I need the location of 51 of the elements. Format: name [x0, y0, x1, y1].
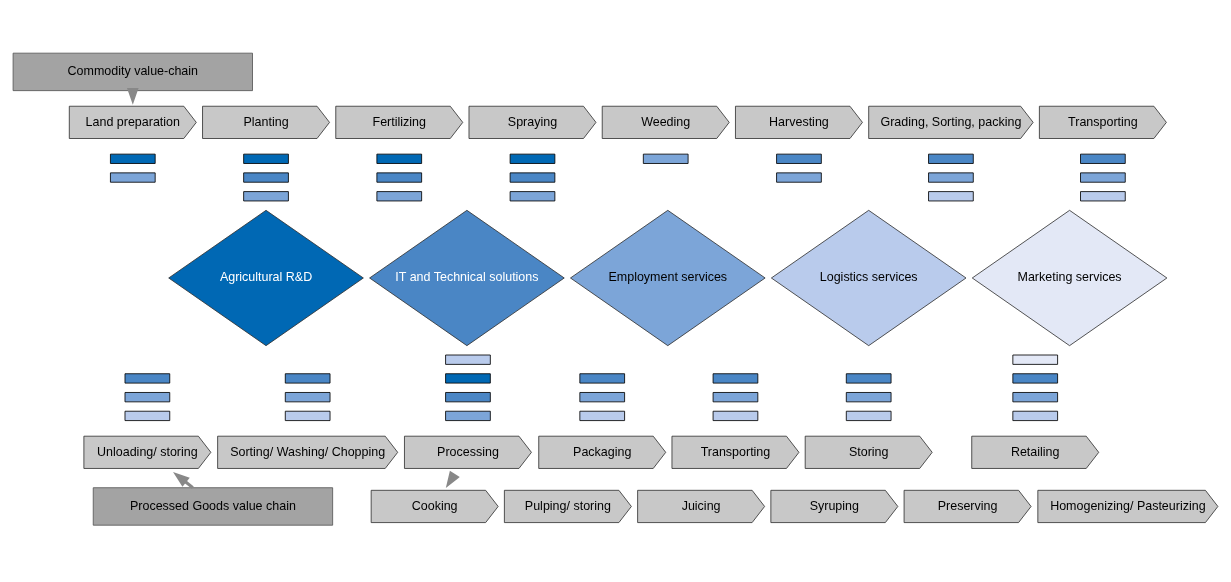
node-diamond: Logistics services [770, 209, 967, 347]
node-bar [776, 172, 822, 183]
node-bar [376, 172, 423, 183]
node-bar [1012, 392, 1059, 403]
node-bar [124, 392, 171, 403]
node-bar [1012, 354, 1059, 365]
node-bar [928, 153, 974, 164]
node-bar [579, 392, 626, 403]
node-bar [243, 172, 289, 183]
node-bar [509, 172, 556, 183]
node-diamond: Employment services [570, 209, 766, 347]
node-bar [284, 410, 331, 421]
node-diamond: Marketing services [971, 209, 1168, 347]
node-bar [1080, 191, 1126, 202]
arrow [445, 470, 460, 488]
node-bar [509, 153, 556, 164]
node-bar [928, 191, 974, 202]
node-bar [712, 373, 759, 384]
node-bar [642, 153, 689, 164]
node-diamond: IT and Technical solutions [369, 209, 565, 347]
node-bar [124, 373, 171, 384]
node-bar [1012, 410, 1059, 421]
node-box: Processed Goods value chain [92, 487, 334, 526]
node-bar [376, 191, 423, 202]
node-bar [776, 153, 822, 164]
node-bar [579, 373, 626, 384]
node-bar [110, 172, 156, 183]
node-bar [445, 373, 491, 384]
node-bar [712, 392, 759, 403]
node-bar [243, 191, 289, 202]
node-bar [1012, 373, 1059, 384]
node-bar [509, 191, 556, 202]
node-bar [712, 410, 759, 421]
node-bar [579, 410, 626, 421]
node-diamond: Agricultural R&D [168, 209, 364, 347]
node-bar [376, 153, 423, 164]
node-bar [110, 153, 156, 164]
node-bar [845, 410, 892, 421]
node-bar [243, 153, 289, 164]
arrow [173, 471, 194, 489]
node-bar [845, 392, 892, 403]
node-bar [445, 410, 491, 421]
node-bar [1080, 153, 1126, 164]
node-bar [284, 392, 331, 403]
node-bar [124, 410, 171, 421]
node-bar [928, 172, 974, 183]
node-bar [845, 373, 892, 384]
node-bar [1080, 172, 1126, 183]
node-bar [284, 373, 331, 384]
node-bar [445, 354, 491, 365]
node-bar [445, 392, 491, 403]
